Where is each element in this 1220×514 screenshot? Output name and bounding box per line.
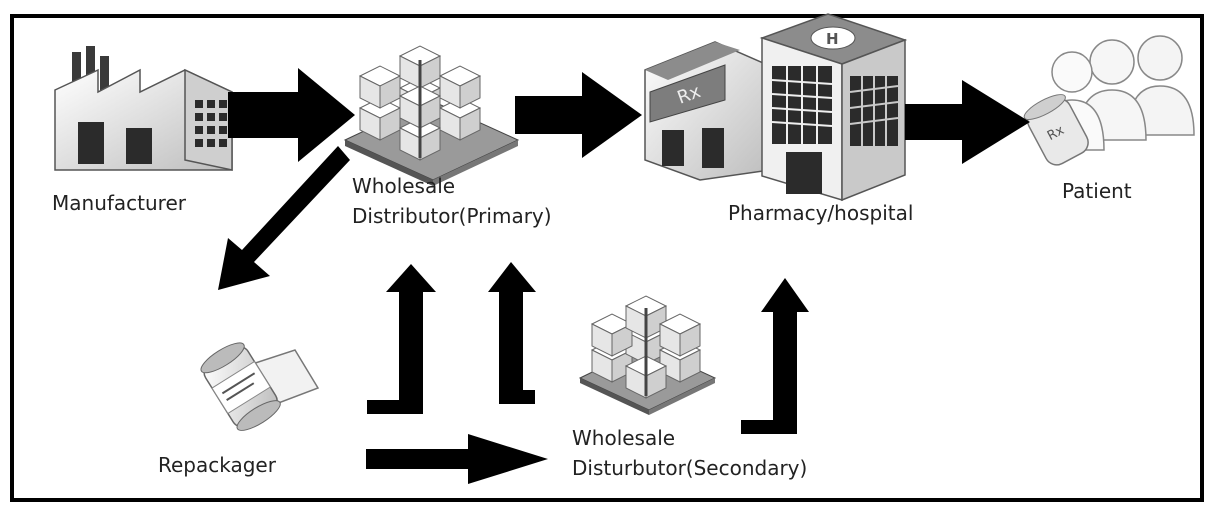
wholesale-secondary-label-line1: Wholesale: [572, 426, 676, 450]
repackaged-pill-bottle-icon: [200, 342, 320, 431]
arrow-hospital-to-patient: [905, 80, 1030, 164]
arrow-secondary-to-pharmacy: [741, 278, 809, 434]
pallet-boxes-icon: [343, 45, 520, 186]
arrow-secondary-to-primary: [486, 262, 536, 404]
wholesale-primary-label-line2: Distributor(Primary): [352, 204, 552, 228]
pharmacy-hospital-label: Pharmacy/hospital: [728, 201, 914, 225]
hospital-building-icon: H: [759, 13, 908, 202]
patient-label: Patient: [1062, 179, 1132, 203]
wholesale-primary-label-line1: Wholesale: [352, 174, 456, 198]
wholesale-secondary-label-line2: Disturbutor(Secondary): [572, 456, 808, 480]
svg-text:H: H: [826, 30, 839, 48]
arrow-primary-to-pharmacy: [515, 72, 642, 158]
arrow-repackager-to-secondary: [366, 434, 548, 484]
arrow-repackager-to-primary: [367, 264, 436, 414]
pharmacy-building-icon: Rx: [644, 41, 771, 181]
arrow-manufacturer-to-primary: [228, 68, 355, 162]
manufacturer-label: Manufacturer: [52, 191, 186, 215]
repackager-label: Repackager: [158, 453, 276, 477]
factory-icon: [54, 46, 233, 171]
svg-text:Rx: Rx: [1045, 123, 1067, 144]
arrow-manufacturer-to-repackager: [218, 146, 350, 290]
pallet-boxes-icon: [578, 295, 717, 415]
patients-pills-icon: Rx: [1023, 35, 1195, 166]
